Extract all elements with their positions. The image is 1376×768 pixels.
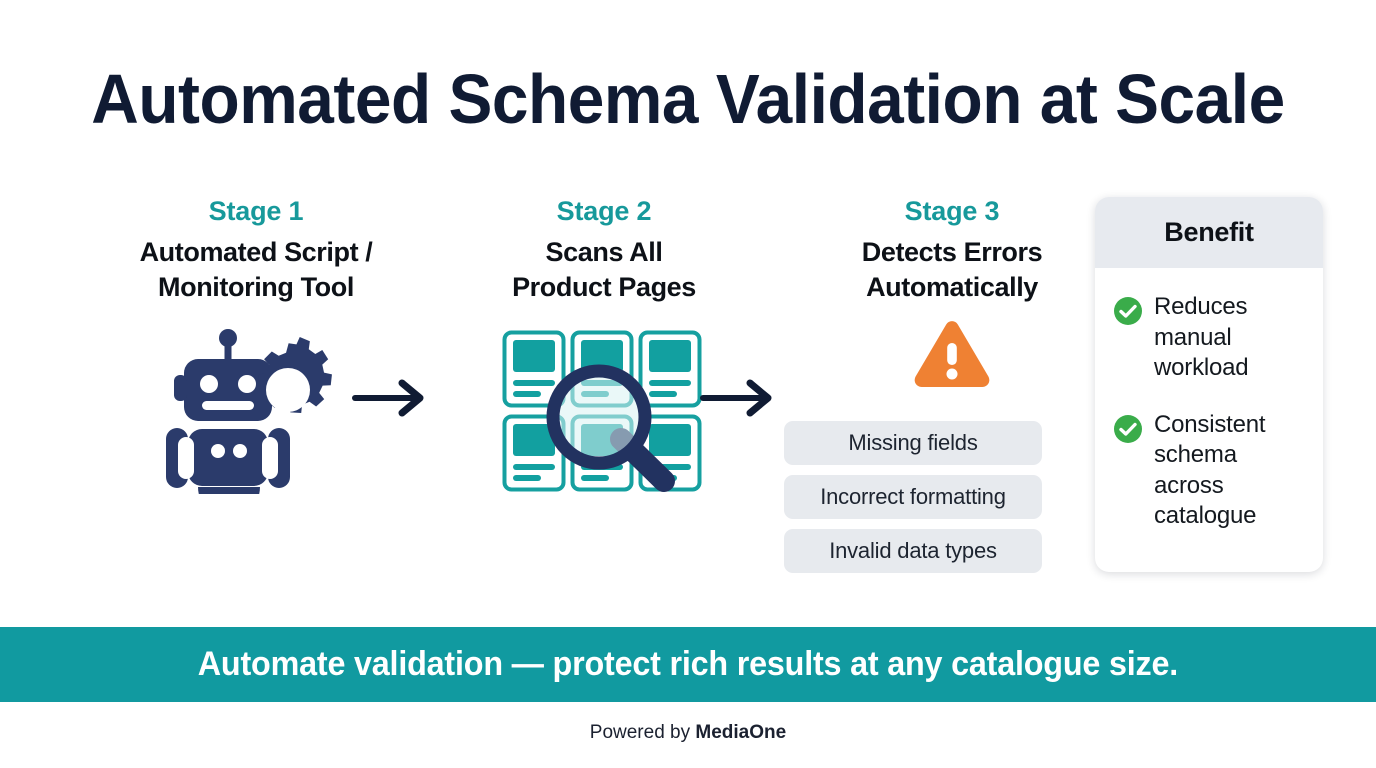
stage-3-title: Detects Errors Automatically	[802, 235, 1102, 305]
footer-brand: MediaOne	[695, 722, 787, 743]
arrow-right-icon	[352, 379, 424, 417]
stage-1-title-line1: Automated Script /	[139, 237, 373, 267]
banner-text: Automate validation — protect rich resul…	[197, 645, 1179, 683]
error-chip-list: Missing fields Incorrect formatting Inva…	[784, 421, 1042, 583]
stages-container: Stage 1 Automated Script / Monitoring To…	[40, 193, 1080, 593]
stage-1-title: Automated Script / Monitoring Tool	[106, 235, 406, 305]
robot-gear-icon	[166, 328, 332, 494]
stage-1: Stage 1 Automated Script / Monitoring To…	[106, 193, 406, 501]
warning-triangle-icon	[914, 321, 990, 387]
stage-2-art	[454, 321, 754, 501]
stage-2: Stage 2 Scans All Product Pages	[454, 193, 754, 501]
stage-3-label: Stage 3	[904, 196, 1000, 226]
page-title: Automated Schema Validation at Scale	[91, 60, 1285, 138]
stage-1-label: Stage 1	[208, 196, 304, 226]
check-circle-icon	[1113, 414, 1143, 444]
benefit-item: Reduces manual workload	[1113, 292, 1307, 384]
benefit-card-body: Reduces manual workload Consistent schem…	[1095, 268, 1323, 532]
stage-2-title-line1: Scans All	[545, 237, 663, 267]
stage-2-title: Scans All Product Pages	[454, 235, 754, 305]
stage-2-label: Stage 2	[556, 196, 652, 226]
stage-2-title-line2: Product Pages	[512, 272, 696, 302]
arrow-stage1-to-stage2	[352, 378, 432, 418]
benefit-item-label: Reduces manual workload	[1154, 293, 1249, 381]
error-chip: Incorrect formatting	[784, 475, 1042, 519]
stage-3: Stage 3 Detects Errors Automatically	[802, 193, 1102, 391]
benefit-card: Benefit Reduces manual workload Consiste…	[1095, 197, 1323, 572]
benefit-card-header: Benefit	[1095, 197, 1323, 268]
arrow-right-icon	[700, 379, 772, 417]
stage-1-title-line2: Monitoring Tool	[158, 272, 354, 302]
stage-1-art	[106, 321, 406, 501]
check-circle-icon	[1113, 296, 1143, 326]
footer-prefix: Powered by	[589, 722, 696, 743]
benefit-item: Consistent schema across catalogue	[1113, 410, 1307, 532]
stage-3-art	[802, 319, 1102, 391]
magnifier-over-page-grid-icon	[502, 330, 702, 492]
stage-3-title-line1: Detects Errors	[861, 237, 1043, 267]
error-chip: Invalid data types	[784, 529, 1042, 573]
stage-3-title-line2: Automatically	[866, 272, 1038, 302]
footer-credit: Powered by MediaOne	[0, 722, 1376, 744]
call-to-action-banner: Automate validation — protect rich resul…	[0, 627, 1376, 702]
arrow-stage2-to-stage3	[700, 378, 780, 418]
error-chip: Missing fields	[784, 421, 1042, 465]
benefit-item-label: Consistent schema across catalogue	[1154, 410, 1266, 530]
